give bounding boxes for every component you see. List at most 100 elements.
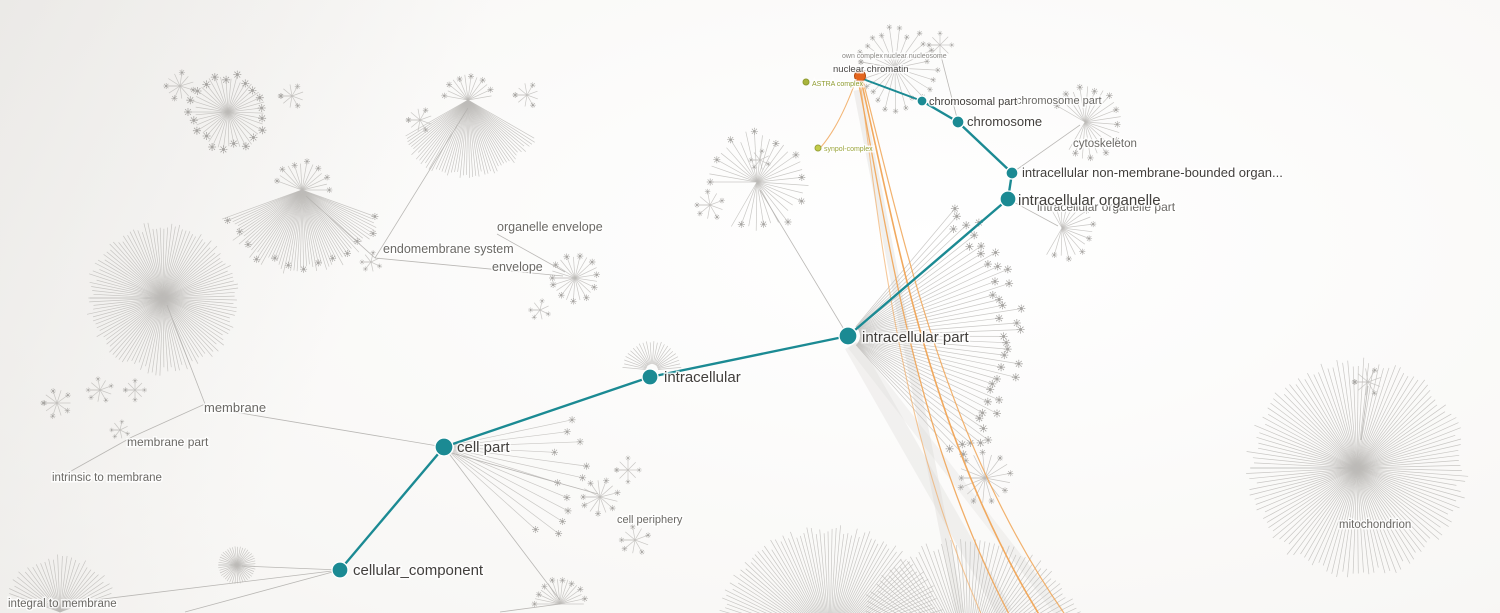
cluster-tip-icon <box>983 259 993 269</box>
cluster-tip-icon <box>540 583 548 590</box>
term-label: chromosome part <box>1016 95 1102 107</box>
graph-node-astra_complex_node[interactable] <box>802 78 810 86</box>
cluster-tip-icon <box>1086 154 1094 162</box>
highlight-node-label: intracellular organelle <box>1018 192 1161 209</box>
cluster-tip-icon <box>1089 220 1097 228</box>
cluster-tip-icon <box>1004 278 1014 288</box>
cluster-tip-icon <box>993 261 1003 271</box>
cluster-tip-icon <box>759 148 765 154</box>
cluster-tip-icon <box>706 178 715 186</box>
cluster-tip-icon <box>750 127 759 136</box>
cluster-tip-icon <box>979 423 988 433</box>
cluster-tip-icon <box>613 467 620 473</box>
cluster-tip-icon <box>201 80 211 89</box>
graph-node-intracellular_organelle[interactable] <box>999 190 1017 208</box>
cluster-tip-icon <box>218 144 228 154</box>
cluster-tip-icon <box>88 394 94 401</box>
cluster-tip-icon <box>998 300 1007 310</box>
cluster-tip-icon <box>568 580 575 588</box>
cluster-tip-icon <box>207 142 217 152</box>
graph-node-chromosomal_part[interactable] <box>916 95 928 107</box>
cluster-tip-icon <box>576 252 584 260</box>
node-cluster <box>527 298 552 321</box>
cluster-tip-icon <box>582 462 591 470</box>
graph-node-cell_part[interactable] <box>434 437 454 457</box>
cluster-tip-icon <box>95 376 101 382</box>
cluster-tip-icon <box>558 517 567 526</box>
node-cluster <box>9 554 113 613</box>
cluster-tip-icon <box>881 106 889 113</box>
cluster-tip-icon <box>273 177 281 185</box>
cluster-tip-icon <box>559 576 566 584</box>
cluster-tip-icon <box>636 467 642 473</box>
cluster-tip-icon <box>371 212 379 221</box>
cluster-tip-icon <box>576 585 584 593</box>
term-label: organelle envelope <box>497 220 603 234</box>
cluster-tip-icon <box>183 107 193 117</box>
node-cluster <box>613 455 642 485</box>
cluster-tip-icon <box>171 95 178 102</box>
cluster-tip-icon <box>902 104 909 112</box>
cluster-tip-icon <box>878 32 885 39</box>
highlight-node-label: intracellular part <box>862 329 970 346</box>
graph-node-nuclear_chromatin_node[interactable] <box>854 70 866 82</box>
graph-node-chromosome[interactable] <box>951 115 965 129</box>
graph-node-intracellular[interactable] <box>641 368 659 386</box>
cluster-tip-icon <box>1076 83 1084 91</box>
cluster-tip-icon <box>545 311 552 317</box>
cluster-tip-icon <box>645 532 652 539</box>
cluster-tip-icon <box>550 448 559 457</box>
node-cluster <box>162 69 197 102</box>
node-cluster <box>1053 83 1121 162</box>
term-label: endomembrane system <box>383 242 514 256</box>
cluster-tip-icon <box>221 75 231 85</box>
cluster-tip-icon <box>994 395 1004 405</box>
cluster-tip-icon <box>772 139 780 148</box>
cluster-tip-icon <box>990 276 1000 286</box>
cluster-tip-icon <box>638 548 645 556</box>
cluster-tip-icon <box>299 265 308 274</box>
cluster-tip-icon <box>108 383 114 389</box>
cluster-tip-icon <box>991 248 1000 257</box>
cluster-tip-icon <box>994 313 1004 323</box>
cluster-tip-icon <box>456 75 463 83</box>
term-label: cell periphery <box>617 514 683 526</box>
node-cluster <box>359 249 383 272</box>
cluster-tip-icon <box>64 392 71 399</box>
soft-edge-bands <box>845 89 1064 613</box>
cluster-tip-icon <box>244 240 252 249</box>
cluster-tip-icon <box>593 271 601 279</box>
cluster-tip-icon <box>440 92 448 100</box>
cluster-tip-icon <box>587 479 594 487</box>
cluster-tip-icon <box>978 408 987 418</box>
cluster-tip-icon <box>985 385 995 395</box>
cluster-tip-icon <box>248 133 258 142</box>
cluster-tip-icon <box>1051 251 1058 259</box>
highlight-node-label: intracellular <box>664 369 741 386</box>
node-cluster <box>222 189 379 274</box>
cluster-tip-icon <box>945 444 954 454</box>
cluster-tip-icon <box>987 379 997 389</box>
cluster-tip-icon <box>1012 318 1022 328</box>
graph-node-cellular_component[interactable] <box>331 561 349 579</box>
cluster-tip-icon <box>291 162 298 169</box>
cluster-tip-icon <box>554 529 563 538</box>
cluster-tip-icon <box>578 473 587 482</box>
cluster-tip-icon <box>487 86 494 93</box>
graph-node-intracellular_part[interactable] <box>838 326 858 346</box>
node-cluster <box>855 204 1026 459</box>
cluster-tip-icon <box>892 108 899 115</box>
cluster-tip-icon <box>467 73 475 80</box>
cluster-tip-icon <box>934 67 941 74</box>
node-cluster <box>440 73 494 101</box>
graph-node-synpol_complex_node[interactable] <box>814 144 822 152</box>
graph-node-intracellular_nmb_organelle[interactable] <box>1005 166 1019 180</box>
term-label-small: synpol-complex <box>824 146 873 153</box>
cluster-tip-icon <box>979 448 986 456</box>
node-cluster <box>40 387 71 420</box>
node-cluster <box>109 419 131 439</box>
node-cluster <box>548 252 601 305</box>
node-cluster <box>451 415 591 538</box>
